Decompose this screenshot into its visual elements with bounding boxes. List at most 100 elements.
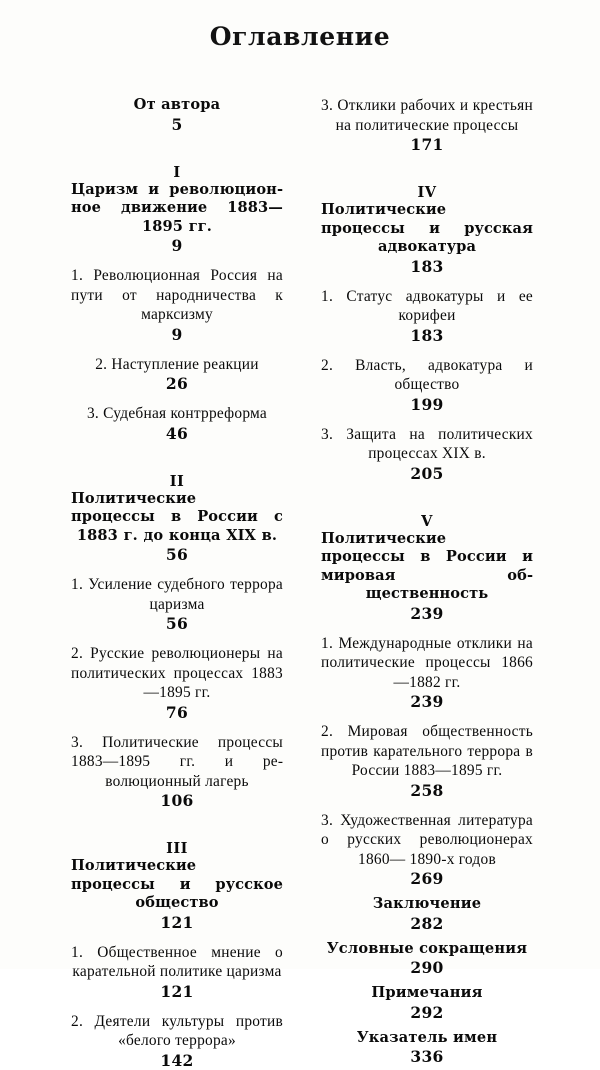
entry-spacer [321, 933, 533, 940]
page-number[interactable]: 205 [410, 463, 444, 483]
entry-spacer [321, 623, 533, 634]
toc-entry[interactable]: 3. Художественная ли­тература о русских … [321, 811, 533, 889]
part-number: II [169, 472, 185, 490]
chapter-title[interactable]: 2. Мировая обществен­ность против карате… [321, 723, 533, 779]
entry-spacer [321, 711, 533, 722]
page-number[interactable]: 9 [171, 236, 183, 255]
entry-spacer [321, 345, 533, 356]
part-title[interactable]: Политические процессы и русское общество [71, 857, 283, 911]
chapter-title[interactable]: 3. Политические процес­сы 1883—1895 гг. … [71, 733, 283, 790]
page-number[interactable]: 239 [410, 692, 444, 711]
chapter-title[interactable]: 1. Международные от­клики на политически… [321, 634, 533, 691]
toc-entry[interactable]: 1. Революционная Рос­сия на пути от наро… [71, 266, 283, 344]
chapter-title[interactable]: 3. Судебная контррефор­ма [86, 405, 268, 422]
entry-spacer [321, 800, 533, 811]
entry-spacer [71, 255, 283, 266]
entry-spacer [71, 564, 283, 575]
page-number[interactable]: 282 [410, 913, 444, 933]
page-number[interactable]: 239 [410, 603, 444, 623]
entry-spacer [321, 977, 533, 984]
entry-spacer [71, 810, 283, 840]
toc-entry[interactable]: 3. Отклики рабочих и крестьян на политич… [321, 96, 533, 154]
chapter-title[interactable]: 2. Деятели культуры против «белого терро… [71, 1012, 283, 1050]
page-number[interactable]: 56 [165, 545, 189, 564]
chapter-title[interactable]: 1. Революционная Рос­сия на пути от наро… [71, 267, 283, 323]
toc-entry[interactable]: 1. Общественное мнение о карательной пол… [71, 943, 283, 1001]
page-number[interactable]: 292 [410, 1002, 444, 1022]
chapter-title[interactable]: 1. Статус адвокатуры и ее корифеи [321, 287, 533, 325]
entry-spacer [71, 932, 283, 943]
toc-entry[interactable]: 3. Защита на политиче­ских процессах XIX… [321, 425, 533, 483]
entry-spacer [71, 393, 283, 404]
page-number[interactable]: 199 [410, 394, 444, 414]
chapter-title[interactable]: 1. Усиление судебного террора царизма [71, 576, 283, 613]
toc-entry[interactable]: 2. Русские революционе­ры на политически… [71, 644, 283, 722]
page-number[interactable]: 269 [410, 869, 444, 888]
chapter-title[interactable]: 2. Русские революционе­ры на политически… [71, 645, 283, 701]
toc-column-right: 3. Отклики рабочих и крестьян на политич… [321, 96, 533, 1066]
page-number[interactable]: 106 [160, 791, 194, 810]
chapter-title[interactable]: 3. Отклики рабочих и крестьян на политич… [321, 97, 533, 134]
toc-entry[interactable]: 2. Деятели культуры против «белого терро… [71, 1012, 283, 1070]
entry-spacer [321, 1022, 533, 1029]
page-number[interactable]: 26 [165, 374, 189, 393]
page-number[interactable]: 121 [160, 912, 194, 932]
page-number[interactable]: 46 [165, 423, 189, 443]
page-number[interactable]: 290 [410, 958, 444, 977]
part-number: I [173, 163, 181, 181]
chapter-title[interactable]: 2. Наступление реакции [95, 355, 259, 373]
toc-entry[interactable]: 1. Международные от­клики на политически… [321, 634, 533, 712]
entry-spacer [321, 888, 533, 895]
page-number[interactable]: 171 [410, 135, 444, 154]
entry-spacer [71, 443, 283, 473]
part-title[interactable]: Политические процессы в России с 1883 г.… [71, 489, 283, 544]
part-title[interactable]: Политические процессы в России и мировая… [321, 529, 533, 603]
entry-spacer [321, 414, 533, 425]
part-number: IV [417, 184, 437, 201]
chapter-title[interactable]: 1. Общественное мнение о карательной пол… [71, 943, 283, 981]
chapter-title[interactable]: 3. Защита на политиче­ских процессах XIX… [321, 425, 533, 463]
back-matter-title[interactable]: Условные сокращения [326, 939, 528, 957]
page-number[interactable]: 258 [410, 780, 444, 800]
page-number[interactable]: 9 [171, 324, 183, 344]
page-number[interactable]: 76 [165, 702, 189, 722]
back-matter-title[interactable]: Указатель имен [356, 1028, 498, 1046]
front-matter-title[interactable]: От автора [133, 96, 221, 113]
chapter-title[interactable]: 2. Власть, адвокатура и общество [321, 356, 533, 394]
page-number[interactable]: 56 [165, 614, 189, 633]
entry-spacer [321, 276, 533, 287]
part-title[interactable]: Политические процессы и русская адвокату… [321, 201, 533, 255]
page-number[interactable]: 183 [410, 256, 444, 276]
page-number[interactable]: 183 [410, 325, 444, 345]
page-number[interactable]: 5 [171, 114, 183, 134]
entry-spacer [71, 1001, 283, 1012]
back-matter-title[interactable]: Заключение [372, 895, 482, 912]
entry-spacer [71, 633, 283, 644]
toc-entry[interactable]: 2. Мировая обществен­ность против карате… [321, 722, 533, 800]
back-matter-title[interactable]: Примечания [371, 984, 483, 1001]
part-title[interactable]: Царизм и революцион­ное движение 1883— 1… [71, 180, 283, 235]
page-title: Оглавление [209, 22, 391, 51]
part-number: V [421, 512, 433, 530]
chapter-title[interactable]: 3. Художественная ли­тература о русских … [321, 811, 533, 868]
page-number[interactable]: 336 [410, 1047, 444, 1066]
page-number[interactable]: 121 [160, 981, 194, 1001]
toc-entry[interactable]: 3. Политические процес­сы 1883—1895 гг. … [71, 733, 283, 811]
page-number[interactable]: 142 [160, 1050, 194, 1070]
